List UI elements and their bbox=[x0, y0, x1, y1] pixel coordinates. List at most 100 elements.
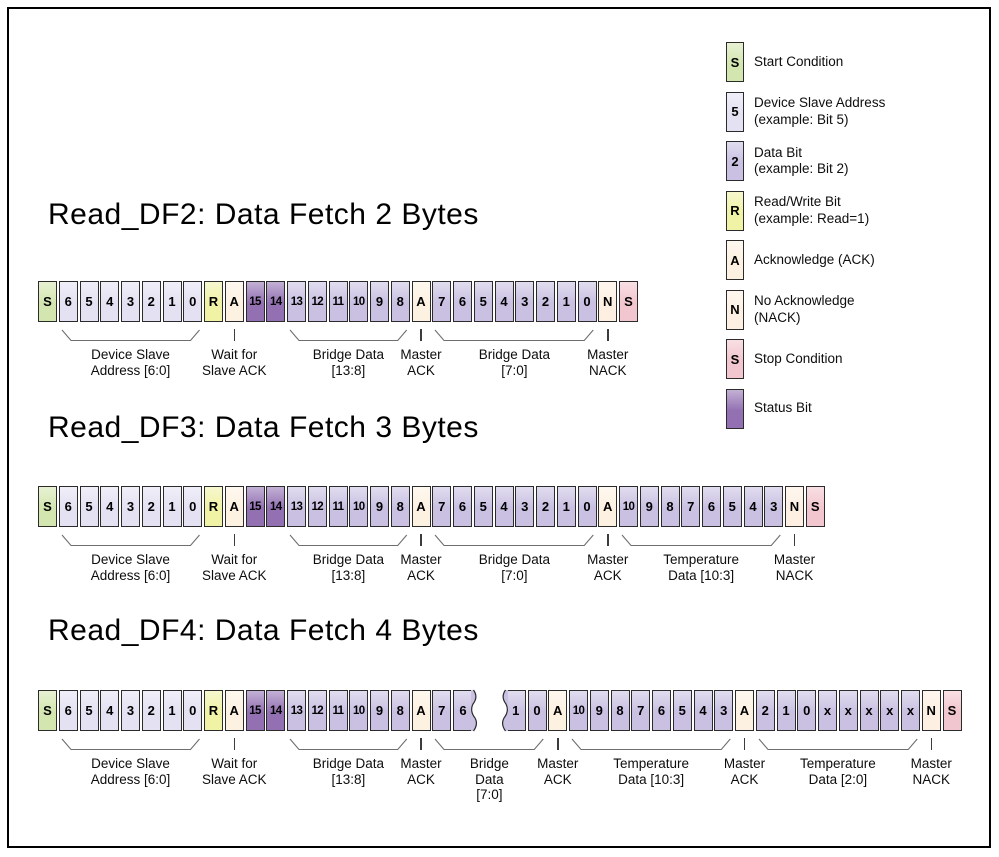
group-tick bbox=[793, 534, 796, 546]
bit-cell-6: 6 bbox=[453, 281, 472, 322]
bit-cell-9: 9 bbox=[639, 486, 659, 527]
group-tick bbox=[420, 329, 422, 341]
bit-cell-10: 10 bbox=[349, 690, 369, 731]
bit-cell-10: 10 bbox=[349, 486, 369, 527]
bit-cell-1: 1 bbox=[501, 689, 526, 732]
bit-cell-7: 7 bbox=[432, 281, 452, 322]
bit-cell-A: A bbox=[735, 690, 754, 731]
group-tick bbox=[233, 738, 235, 750]
legend-label: Start Condition bbox=[754, 53, 844, 69]
bit-cell-7: 7 bbox=[681, 486, 701, 527]
legend-swatch-stop: S bbox=[726, 339, 744, 379]
legend-swatch-data: 2 bbox=[726, 141, 744, 181]
group-label: Bridge Data [7:0] bbox=[469, 756, 509, 802]
group-tick bbox=[607, 534, 609, 546]
torn-edge-icon bbox=[501, 689, 508, 732]
bit-cell-2: 2 bbox=[755, 690, 775, 731]
group-brace bbox=[289, 329, 408, 342]
bit-cell-x: x bbox=[880, 690, 900, 731]
group-label: Device Slave Address [6:0] bbox=[90, 756, 171, 787]
bit-cell-6: 6 bbox=[453, 486, 472, 527]
group-brace bbox=[434, 738, 544, 751]
bit-cell-4: 4 bbox=[743, 486, 763, 527]
bit-cell-6: 6 bbox=[453, 689, 478, 732]
bit-cell-4: 4 bbox=[494, 486, 514, 527]
bit-cell-3: 3 bbox=[515, 281, 535, 322]
bit-cell-0: 0 bbox=[797, 690, 817, 731]
group-label: Wait for Slave ACK bbox=[201, 756, 267, 787]
group-label: Master NACK bbox=[587, 347, 629, 378]
bit-cell-0: 0 bbox=[183, 690, 203, 731]
bit-cell-4: 4 bbox=[693, 690, 713, 731]
bit-cell-8: 8 bbox=[610, 690, 630, 731]
legend-label: No Acknowledge (NACK) bbox=[754, 293, 855, 325]
diagram-title-read-df4: Read_DF4: Data Fetch 4 Bytes bbox=[48, 614, 479, 647]
group-label: Bridge Data [13:8] bbox=[312, 756, 385, 787]
bit-cell-6: 6 bbox=[58, 486, 78, 527]
bit-cell-A: A bbox=[224, 690, 244, 731]
bit-cell-2: 2 bbox=[141, 281, 161, 322]
group-brace bbox=[434, 534, 594, 547]
group-label: Master NACK bbox=[773, 552, 816, 583]
group-label: Master ACK bbox=[723, 756, 766, 787]
bit-cell-5: 5 bbox=[79, 281, 99, 322]
bit-cell-5: 5 bbox=[79, 486, 99, 527]
bit-cell-R: R bbox=[204, 486, 223, 527]
legend-swatch-addr: 5 bbox=[726, 91, 744, 132]
group-tick bbox=[420, 738, 422, 750]
bit-cell-6: 6 bbox=[652, 690, 671, 731]
bit-cell-S: S bbox=[805, 486, 825, 527]
legend-item: 2 Data Bit (example: Bit 2) bbox=[726, 141, 885, 181]
group-label: Bridge Data [13:8] bbox=[312, 552, 385, 583]
bit-cell-2: 2 bbox=[536, 486, 555, 527]
bit-cell-11: 11 bbox=[328, 486, 348, 527]
group-label: Master NACK bbox=[910, 756, 952, 787]
group-tick bbox=[930, 738, 932, 750]
bit-cell-7: 7 bbox=[432, 690, 452, 731]
bit-cell-x: x bbox=[901, 690, 920, 731]
legend-label: Acknowledge (ACK) bbox=[754, 251, 875, 267]
figure-frame bbox=[7, 7, 991, 848]
legend-swatch-rw: R bbox=[726, 190, 744, 231]
group-brace bbox=[289, 534, 408, 547]
group-label: Master ACK bbox=[400, 347, 442, 378]
group-label: Device Slave Address [6:0] bbox=[90, 347, 171, 378]
bit-cell-3: 3 bbox=[764, 486, 784, 527]
bit-cell-S: S bbox=[38, 486, 57, 527]
bit-cell-0: 0 bbox=[183, 281, 203, 322]
group-label: Temperature Data [10:3] bbox=[663, 552, 740, 583]
legend-item: R Read/Write Bit (example: Read=1) bbox=[726, 190, 885, 231]
group-tick bbox=[607, 329, 609, 341]
bit-cell-14: 14 bbox=[266, 281, 286, 322]
bit-cell-13: 13 bbox=[287, 281, 306, 322]
group-tick bbox=[743, 738, 746, 750]
bit-cell-12: 12 bbox=[307, 281, 327, 322]
bit-cell-11: 11 bbox=[328, 690, 348, 731]
legend-label: Data Bit (example: Bit 2) bbox=[754, 144, 849, 177]
bit-cell-6: 6 bbox=[58, 690, 78, 731]
legend-label: Read/Write Bit (example: Read=1) bbox=[754, 194, 870, 226]
bit-cell-10: 10 bbox=[569, 690, 588, 731]
bit-cell-3: 3 bbox=[714, 690, 734, 731]
legend-swatch-start: S bbox=[726, 42, 744, 82]
bit-cell-1: 1 bbox=[162, 281, 182, 322]
bit-cell-3: 3 bbox=[121, 486, 140, 527]
bit-cell-S: S bbox=[38, 690, 57, 731]
legend-item: Status Bit bbox=[726, 388, 885, 429]
group-brace bbox=[61, 329, 200, 342]
bit-cell-N: N bbox=[785, 486, 804, 527]
group-label: Temperature Data [10:3] bbox=[613, 756, 690, 787]
legend-label: Device Slave Address (example: Bit 5) bbox=[754, 95, 886, 127]
bit-cell-10: 10 bbox=[349, 281, 369, 322]
bit-cell-8: 8 bbox=[390, 281, 410, 322]
group-label: Master ACK bbox=[587, 552, 629, 583]
legend-label: Stop Condition bbox=[754, 350, 843, 366]
bit-cell-0: 0 bbox=[527, 690, 547, 731]
bit-cell-N: N bbox=[921, 690, 941, 731]
bit-cell-x: x bbox=[818, 690, 837, 731]
